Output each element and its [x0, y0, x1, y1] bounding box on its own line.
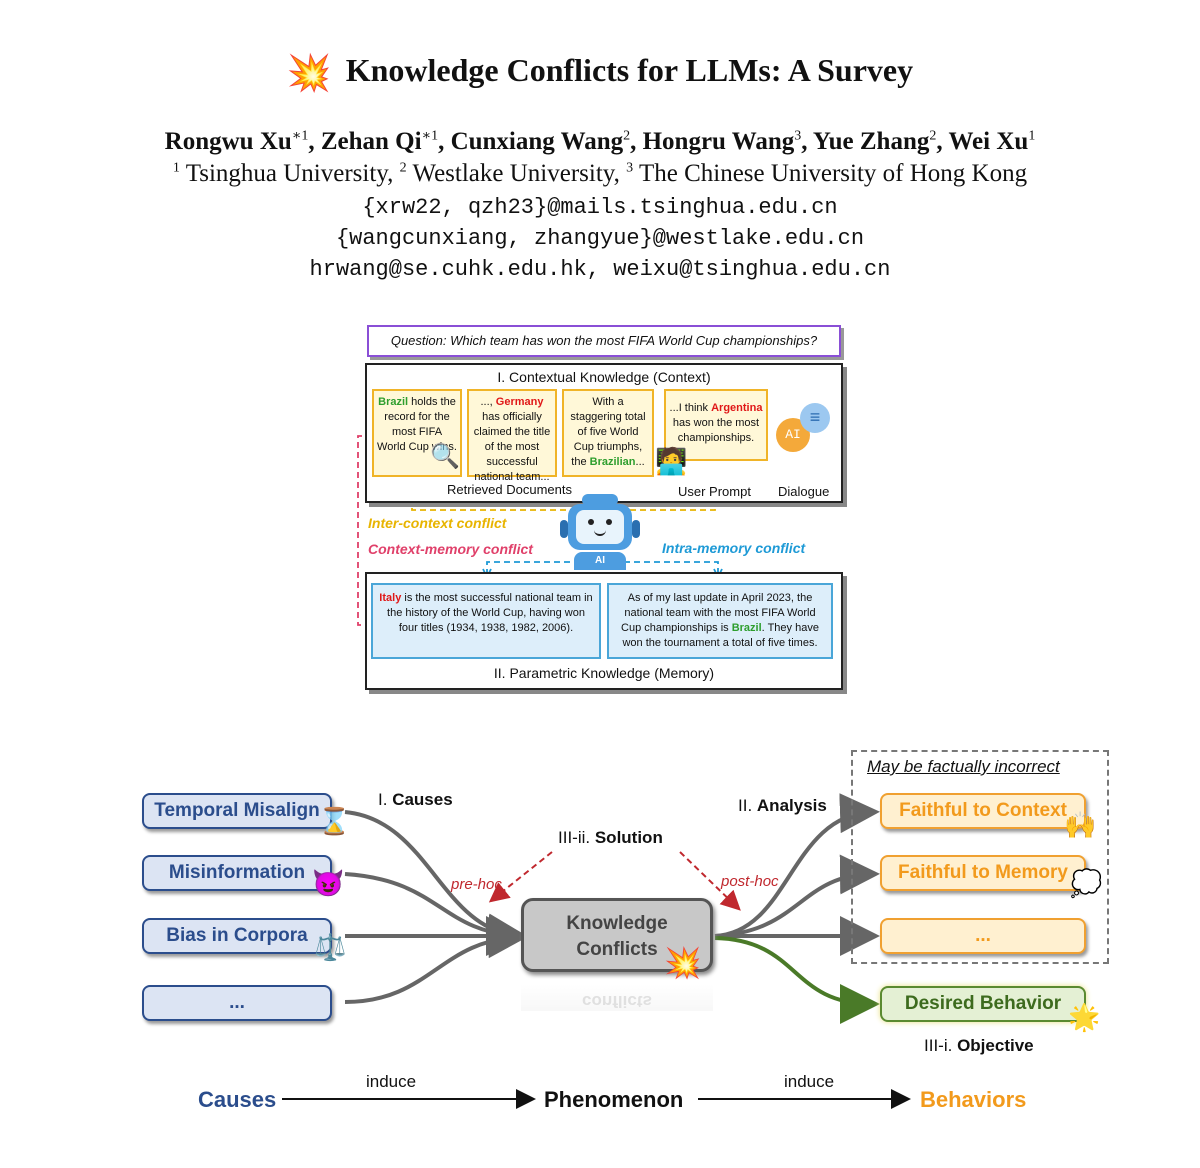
user-icon: 🧑‍💻: [655, 446, 688, 476]
user-prompt-bubble: ...I think Argentina has won the most ch…: [664, 389, 768, 461]
cause-more: ...: [142, 985, 332, 1021]
knowledge-conflicts-box: Knowledge Conflicts: [521, 898, 713, 972]
analysis-label: II. Analysis: [738, 796, 827, 815]
induce-label: induce: [366, 1072, 417, 1091]
collision-icon: 💥: [664, 947, 702, 980]
author: Yue Zhang2,: [812, 128, 949, 156]
figure2-arrows: [344, 793, 880, 1024]
author: Wei Xu1: [948, 128, 1036, 156]
bottom-behaviors-label: Behaviors: [920, 1087, 1027, 1112]
memory-statement: As of my last update in April 2023, the …: [607, 583, 833, 659]
behavior-faithful-memory: Faithful to Memory: [880, 855, 1086, 891]
question-box: Question: Which team has won the most FI…: [367, 325, 841, 357]
cause-misinformation: Misinformation: [142, 855, 332, 891]
bottom-flow-arrows: [282, 1089, 911, 1109]
retrieved-doc: Brazil holds the record for the most FIF…: [372, 389, 462, 477]
behavior-more: ...: [880, 918, 1086, 954]
scales-icon: ⚖️: [314, 932, 347, 962]
email-line: {wangcunxiang, zhangyue}@westlake.edu.cn: [335, 226, 865, 251]
author: Zehan Qi∗1,: [320, 128, 451, 156]
robot-llm-icon: AI: [560, 494, 640, 570]
cause-temporal-misalign: Temporal Misalign: [142, 793, 332, 829]
memory-statement: Italy is the most successful national te…: [371, 583, 601, 659]
retrieved-doc: ..., Germany has officially claimed the …: [467, 389, 557, 483]
inter-context-conflict-label: Inter-context conflict: [368, 515, 507, 531]
email-line: {xrw22, qzh23}@mails.tsinghua.edu.cn: [362, 195, 838, 220]
bottom-phenomenon-label: Phenomenon: [544, 1087, 684, 1112]
behavior-faithful-context: Faithful to Context: [880, 793, 1086, 829]
post-hoc-label: post-hoc: [721, 873, 779, 890]
causes-label: I. Causes: [378, 790, 453, 809]
desired-behavior-box: Desired Behavior: [880, 986, 1086, 1022]
may-be-incorrect-label: May be factually incorrect: [867, 757, 1060, 776]
factually-incorrect-group: [851, 750, 1109, 964]
author: Cunxiang Wang2,: [450, 128, 643, 156]
devil-icon: 😈: [312, 868, 345, 898]
reflection-text: conflicts: [521, 985, 713, 1011]
dialogue-label: Dialogue: [778, 484, 830, 499]
pre-hoc-label: pre-hoc: [451, 876, 502, 893]
message-icon: ≡: [800, 403, 830, 433]
author-list: Rongwu Xu∗1, Zehan Qi∗1, Cunxiang Wang2,…: [0, 128, 1200, 156]
user-prompt-label: User Prompt: [678, 484, 751, 499]
objective-label: III-i. Objective: [924, 1036, 1034, 1055]
paper-title: 💥Knowledge Conflicts for LLMs: A Survey: [286, 52, 914, 93]
raised-hands-icon: 🙌: [1064, 810, 1097, 840]
bottom-causes-label: Causes: [198, 1087, 277, 1112]
solution-label: III-ii. Solution: [558, 828, 663, 847]
intra-memory-conflict-label: Intra-memory conflict: [662, 540, 806, 556]
hourglass-icon: ⌛: [318, 806, 351, 836]
collision-icon: 💥: [286, 53, 332, 93]
context-memory-conflict-label: Context-memory conflict: [368, 541, 533, 557]
author: Rongwu Xu∗1,: [164, 128, 321, 156]
author: Hongru Wang3,: [642, 128, 813, 156]
cause-bias-in-corpora: Bias in Corpora: [142, 918, 332, 954]
memory-panel-title: II. Parametric Knowledge (Memory): [493, 665, 715, 681]
retrieved-doc: With a staggering total of five World Cu…: [562, 389, 654, 477]
affiliations: 1 Tsinghua University, 2 Westlake Univer…: [172, 160, 1028, 187]
glowing-star-icon: 🌟: [1068, 1002, 1101, 1032]
thought-bubble-icon: 💭: [1070, 868, 1103, 898]
magnifier-icon: 🔍: [430, 443, 460, 470]
email-line: hrwang@se.cuhk.edu.hk, weixu@tsinghua.ed…: [309, 257, 891, 282]
retrieved-docs-label: Retrieved Documents: [447, 482, 572, 497]
induce-label: induce: [784, 1072, 835, 1091]
context-panel-title: I. Contextual Knowledge (Context): [497, 369, 711, 385]
